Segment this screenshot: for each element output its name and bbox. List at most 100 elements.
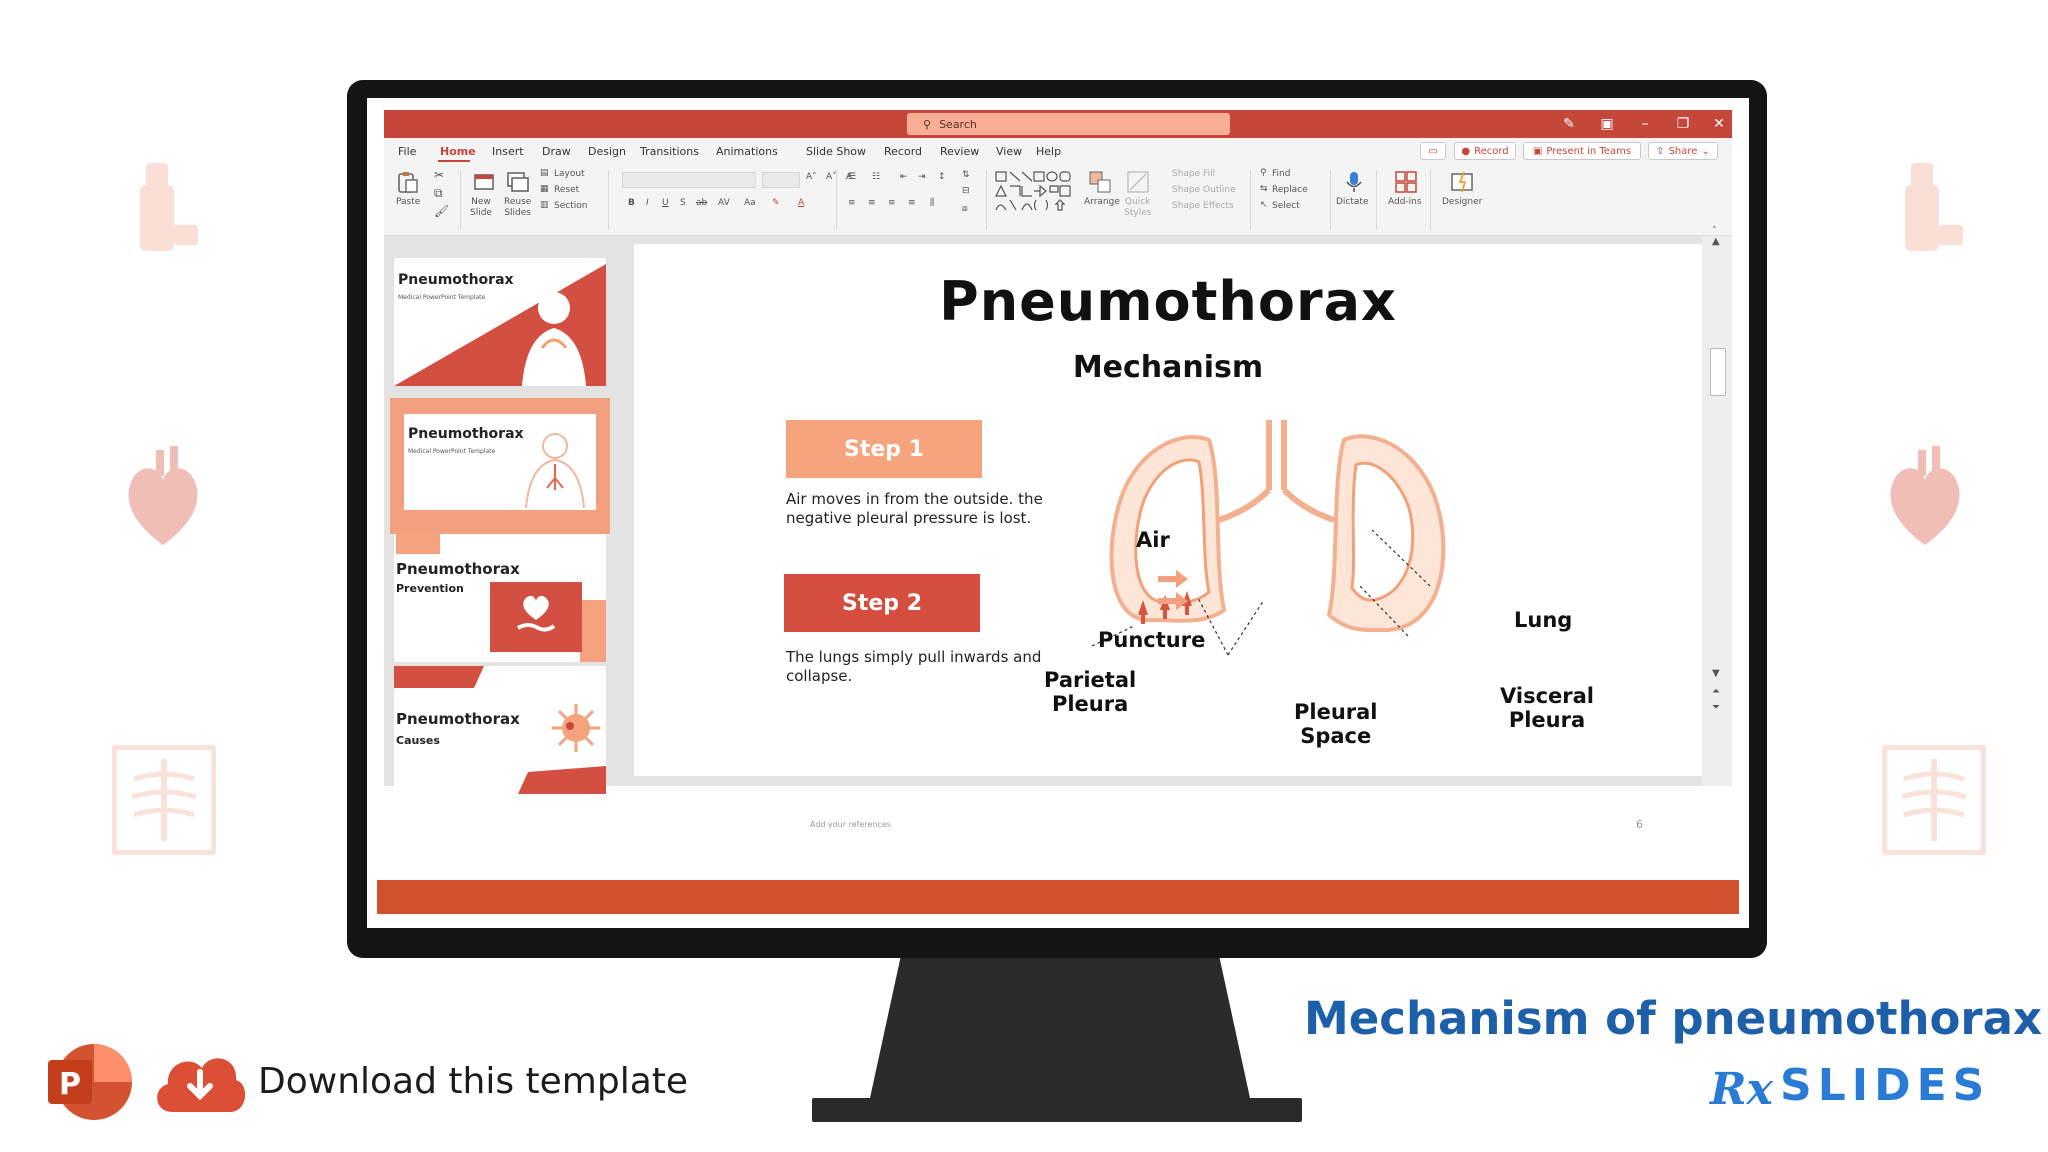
shape-fill-button[interactable]: Shape Fill bbox=[1172, 169, 1216, 179]
align-center-icon[interactable]: ≡ bbox=[868, 198, 876, 208]
add-ins-icon[interactable] bbox=[1394, 170, 1418, 194]
restore-icon[interactable]: ❐ bbox=[1676, 116, 1690, 132]
quick-styles-label[interactable]: Quick Styles bbox=[1124, 197, 1152, 218]
scroll-up-icon[interactable]: ▲ bbox=[1712, 236, 1720, 247]
highlight-icon[interactable]: ✎ bbox=[772, 198, 780, 208]
label-lung[interactable]: Lung bbox=[1514, 608, 1573, 632]
cut-icon[interactable]: ✂ bbox=[434, 168, 445, 182]
cloud-download-icon[interactable] bbox=[152, 1048, 248, 1114]
step1-box[interactable]: Step 1 bbox=[786, 420, 982, 478]
scrollbar-thumb[interactable] bbox=[1710, 348, 1726, 396]
close-icon[interactable]: ✕ bbox=[1713, 116, 1725, 132]
search-input[interactable]: ⚲ Search bbox=[907, 113, 1230, 135]
designer-label[interactable]: Designer bbox=[1442, 197, 1483, 207]
microphone-icon[interactable] bbox=[1342, 170, 1366, 194]
align-right-icon[interactable]: ≡ bbox=[888, 198, 896, 208]
clear-format-icon[interactable]: A̸ bbox=[846, 172, 853, 182]
increase-font-icon[interactable]: A˄ bbox=[806, 172, 817, 182]
step2-box[interactable]: Step 2 bbox=[784, 574, 980, 632]
previous-slide-icon[interactable]: ⏶ bbox=[1712, 686, 1720, 697]
label-air[interactable]: Air bbox=[1136, 528, 1170, 552]
tab-review[interactable]: Review bbox=[940, 145, 980, 158]
add-ins-label[interactable]: Add-ins bbox=[1388, 197, 1422, 207]
step1-text[interactable]: Air moves in from the outside. the negat… bbox=[786, 490, 1043, 527]
italic-icon[interactable]: I bbox=[646, 198, 649, 208]
reuse-slides-icon[interactable] bbox=[506, 170, 530, 194]
scroll-down-icon[interactable]: ▼ bbox=[1712, 668, 1720, 679]
vertical-scrollbar[interactable]: ▲ ▼ ⏶ ⏷ bbox=[1702, 236, 1732, 786]
strikethrough-icon[interactable]: ab bbox=[696, 198, 708, 208]
line-spacing-icon[interactable]: ↕ bbox=[938, 172, 946, 182]
record-button[interactable]: ● Record bbox=[1454, 142, 1516, 160]
align-text-icon[interactable]: ⊟ bbox=[962, 186, 970, 196]
paste-label[interactable]: Paste bbox=[396, 197, 421, 207]
tab-insert[interactable]: Insert bbox=[492, 145, 524, 158]
quick-styles-icon[interactable] bbox=[1126, 170, 1150, 194]
layout-button[interactable]: Layout bbox=[554, 169, 585, 179]
shapes-gallery-icon[interactable] bbox=[994, 170, 1076, 212]
change-case-icon[interactable]: Aa bbox=[744, 198, 756, 208]
font-name-dropdown[interactable] bbox=[622, 172, 756, 188]
designer-icon[interactable] bbox=[1450, 170, 1474, 194]
pen-icon[interactable]: ✎ bbox=[1563, 116, 1575, 132]
slide-thumbnail-2[interactable]: Pneumothorax Medical PowerPoint Template bbox=[390, 398, 610, 534]
copy-icon[interactable]: ⧉ bbox=[434, 186, 443, 200]
reuse-slides-label[interactable]: Reuse Slides bbox=[504, 197, 532, 218]
smartart-icon[interactable]: ⧈ bbox=[962, 204, 968, 214]
justify-icon[interactable]: ≡ bbox=[908, 198, 916, 208]
tab-view[interactable]: View bbox=[996, 145, 1023, 158]
slide-thumbnail-1[interactable]: Pneumothorax Medical PowerPoint Template bbox=[394, 258, 606, 386]
tab-file[interactable]: File bbox=[398, 145, 417, 158]
section-button[interactable]: Section bbox=[554, 201, 588, 211]
shape-outline-button[interactable]: Shape Outline bbox=[1172, 185, 1236, 195]
next-slide-icon[interactable]: ⏷ bbox=[1712, 702, 1720, 713]
label-visceral-pleura[interactable]: Visceral Pleura bbox=[1500, 684, 1594, 732]
tab-transitions[interactable]: Transitions bbox=[640, 145, 699, 158]
share-button[interactable]: ⇪ Share ⌄ bbox=[1648, 142, 1718, 160]
decrease-indent-icon[interactable]: ⇤ bbox=[900, 172, 908, 182]
new-slide-icon[interactable] bbox=[472, 170, 496, 194]
tab-design[interactable]: Design bbox=[588, 145, 626, 158]
find-button[interactable]: Find bbox=[1272, 169, 1291, 179]
char-spacing-icon[interactable]: AV bbox=[718, 198, 730, 208]
font-size-dropdown[interactable] bbox=[762, 172, 800, 188]
font-color-icon[interactable]: A bbox=[798, 198, 805, 208]
label-parietal-pleura[interactable]: Parietal Pleura bbox=[1044, 668, 1137, 716]
bullets-icon[interactable]: ☰ bbox=[848, 172, 857, 182]
download-template-link[interactable]: Download this template bbox=[258, 1061, 689, 1102]
shadow-icon[interactable]: S bbox=[680, 198, 686, 208]
step2-text[interactable]: The lungs simply pull inwards and collap… bbox=[786, 648, 1042, 685]
bold-icon[interactable]: B bbox=[628, 198, 635, 208]
slide-subtitle[interactable]: Mechanism bbox=[1072, 350, 1264, 385]
ribbon-display-icon[interactable]: ▣ bbox=[1600, 116, 1614, 132]
slide-title[interactable]: Pneumothorax bbox=[939, 270, 1397, 333]
underline-icon[interactable]: U bbox=[662, 198, 669, 208]
tab-slide-show[interactable]: Slide Show bbox=[806, 145, 867, 158]
replace-button[interactable]: Replace bbox=[1272, 185, 1308, 195]
dictate-label[interactable]: Dictate bbox=[1336, 197, 1369, 207]
arrange-label[interactable]: Arrange bbox=[1084, 197, 1120, 207]
new-slide-label[interactable]: New Slide bbox=[470, 197, 492, 218]
label-puncture[interactable]: Puncture bbox=[1098, 628, 1206, 652]
comments-button[interactable]: ▭ bbox=[1420, 142, 1446, 160]
numbering-icon[interactable]: ☷ bbox=[872, 172, 881, 182]
increase-indent-icon[interactable]: ⇥ bbox=[918, 172, 926, 182]
slide-canvas[interactable]: Pneumothorax Mechanism Step 1 Air moves … bbox=[634, 244, 1702, 831]
format-painter-icon[interactable]: 🖌 bbox=[434, 204, 450, 218]
tab-record[interactable]: Record bbox=[884, 145, 923, 158]
decrease-font-icon[interactable]: A˅ bbox=[826, 172, 837, 182]
tab-animations[interactable]: Animations bbox=[716, 145, 778, 158]
tab-help[interactable]: Help bbox=[1036, 145, 1062, 158]
columns-icon[interactable]: ⫼ bbox=[930, 198, 935, 208]
collapse-ribbon-icon[interactable]: ˄ bbox=[1712, 226, 1717, 236]
align-left-icon[interactable]: ≡ bbox=[848, 198, 856, 208]
paste-icon[interactable] bbox=[396, 170, 420, 194]
present-in-teams-button[interactable]: ▣ Present in Teams bbox=[1523, 142, 1641, 160]
label-pleural-space[interactable]: Pleural Space bbox=[1294, 700, 1378, 748]
tab-draw[interactable]: Draw bbox=[542, 145, 571, 158]
reset-button[interactable]: Reset bbox=[554, 185, 580, 195]
tab-home[interactable]: Home bbox=[440, 145, 476, 158]
text-direction-icon[interactable]: ⇅ bbox=[962, 170, 970, 180]
minimize-icon[interactable]: – bbox=[1641, 116, 1649, 132]
arrange-icon[interactable] bbox=[1088, 170, 1112, 194]
